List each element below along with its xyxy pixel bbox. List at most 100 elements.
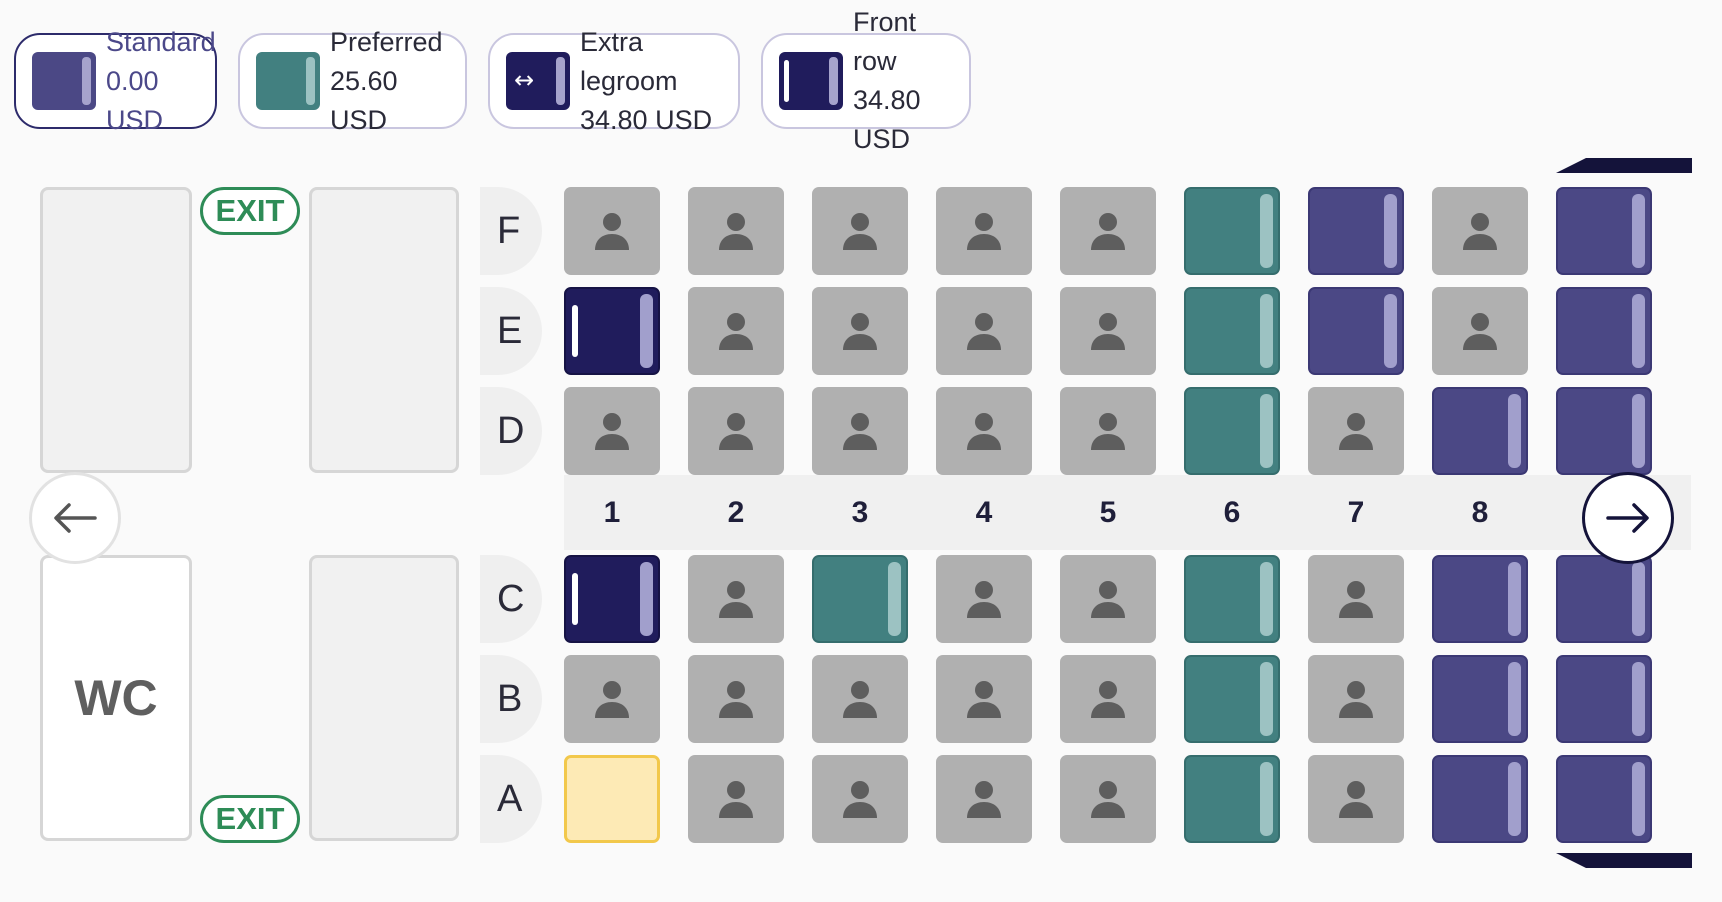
extra-legroom-seat-swatch: ↔: [506, 52, 570, 110]
seat-6A-preferred[interactable]: [1184, 755, 1280, 843]
seat-2E-occupied: [688, 287, 784, 375]
seat-2C-occupied: [688, 555, 784, 643]
seat-letter-A: A: [480, 755, 542, 843]
row-number-3: 3: [851, 495, 869, 529]
seat-letter-F: F: [480, 187, 542, 275]
preferred-seat-swatch: [256, 52, 320, 110]
person-icon: [1091, 213, 1125, 250]
row-number-2: 2: [727, 495, 745, 529]
person-icon: [843, 413, 877, 450]
seat-4F-occupied: [936, 187, 1032, 275]
front-row-seat-swatch: [779, 52, 843, 110]
person-icon: [1091, 781, 1125, 818]
seat-8B-standard[interactable]: [1432, 655, 1528, 743]
person-icon: [1339, 581, 1373, 618]
person-icon: [967, 781, 1001, 818]
seat-5A-occupied: [1060, 755, 1156, 843]
seat-8E-occupied: [1432, 287, 1528, 375]
seat-8C-standard[interactable]: [1432, 555, 1528, 643]
legend-front-row-price: 34.80 USD: [853, 85, 921, 154]
person-icon: [1339, 781, 1373, 818]
seat-6D-preferred[interactable]: [1184, 387, 1280, 475]
person-icon: [843, 681, 877, 718]
seat-9F-standard[interactable]: [1556, 187, 1652, 275]
seat-letter-C: C: [480, 555, 542, 643]
galley-bottom-right: [309, 555, 459, 841]
person-icon: [1463, 313, 1497, 350]
seat-9A-standard[interactable]: [1556, 755, 1652, 843]
seat-9C-standard[interactable]: [1556, 555, 1652, 643]
legend-preferred[interactable]: Preferred 25.60 USD: [238, 27, 467, 135]
galley-top-left: [40, 187, 192, 473]
person-icon: [719, 781, 753, 818]
seat-5E-occupied: [1060, 287, 1156, 375]
seat-5C-occupied: [1060, 555, 1156, 643]
person-icon: [719, 413, 753, 450]
legend-extra-legroom-price: 34.80 USD: [580, 104, 713, 135]
person-icon: [843, 781, 877, 818]
seat-1F-occupied: [564, 187, 660, 275]
viewport-edge: [1692, 150, 1722, 870]
person-icon: [967, 681, 1001, 718]
seat-9D-standard[interactable]: [1556, 387, 1652, 475]
person-icon: [719, 581, 753, 618]
arrow-left-icon: [54, 503, 97, 533]
seat-1A-selected[interactable]: [564, 755, 660, 843]
seat-1E-front[interactable]: [564, 287, 660, 375]
person-icon: [967, 413, 1001, 450]
seat-3D-occupied: [812, 387, 908, 475]
seat-4E-occupied: [936, 287, 1032, 375]
seat-5B-occupied: [1060, 655, 1156, 743]
seat-1B-occupied: [564, 655, 660, 743]
row-number-5: 5: [1099, 495, 1117, 529]
seat-3C-preferred[interactable]: [812, 555, 908, 643]
seat-6E-preferred[interactable]: [1184, 287, 1280, 375]
legend-standard-label: Standard: [106, 26, 216, 57]
seat-8D-standard[interactable]: [1432, 387, 1528, 475]
person-icon: [843, 213, 877, 250]
seat-1C-front[interactable]: [564, 555, 660, 643]
legend-preferred-price: 25.60 USD: [330, 65, 398, 135]
seat-9E-standard[interactable]: [1556, 287, 1652, 375]
seat-7E-standard[interactable]: [1308, 287, 1404, 375]
seat-7F-standard[interactable]: [1308, 187, 1404, 275]
person-icon: [595, 213, 629, 250]
person-icon: [595, 681, 629, 718]
row-number-4: 4: [975, 495, 993, 529]
row-number-6: 6: [1223, 495, 1241, 529]
person-icon: [1463, 213, 1497, 250]
seat-8A-standard[interactable]: [1432, 755, 1528, 843]
seat-6F-preferred[interactable]: [1184, 187, 1280, 275]
seat-7D-occupied: [1308, 387, 1404, 475]
person-icon: [1339, 413, 1373, 450]
seat-1D-occupied: [564, 387, 660, 475]
person-icon: [595, 413, 629, 450]
double-arrow-icon: ↔: [514, 66, 535, 94]
legend-preferred-label: Preferred: [330, 26, 443, 57]
scroll-right-button[interactable]: [1582, 472, 1674, 564]
seat-2A-occupied: [688, 755, 784, 843]
person-icon: [719, 313, 753, 350]
exit-sign-top: EXIT: [200, 187, 300, 235]
seat-3B-occupied: [812, 655, 908, 743]
seat-4B-occupied: [936, 655, 1032, 743]
person-icon: [967, 581, 1001, 618]
standard-seat-swatch: [32, 52, 96, 110]
seat-4C-occupied: [936, 555, 1032, 643]
person-icon: [843, 313, 877, 350]
seat-letter-E: E: [480, 287, 542, 375]
seat-9B-standard[interactable]: [1556, 655, 1652, 743]
exit-sign-bottom: EXIT: [200, 795, 300, 843]
wing-top: [1556, 158, 1692, 173]
seat-3E-occupied: [812, 287, 908, 375]
wing-bottom: [1556, 853, 1692, 868]
seat-6B-preferred[interactable]: [1184, 655, 1280, 743]
person-icon: [1091, 313, 1125, 350]
seat-8F-occupied: [1432, 187, 1528, 275]
person-icon: [1091, 413, 1125, 450]
scroll-left-button[interactable]: [29, 472, 121, 564]
seat-6C-preferred[interactable]: [1184, 555, 1280, 643]
